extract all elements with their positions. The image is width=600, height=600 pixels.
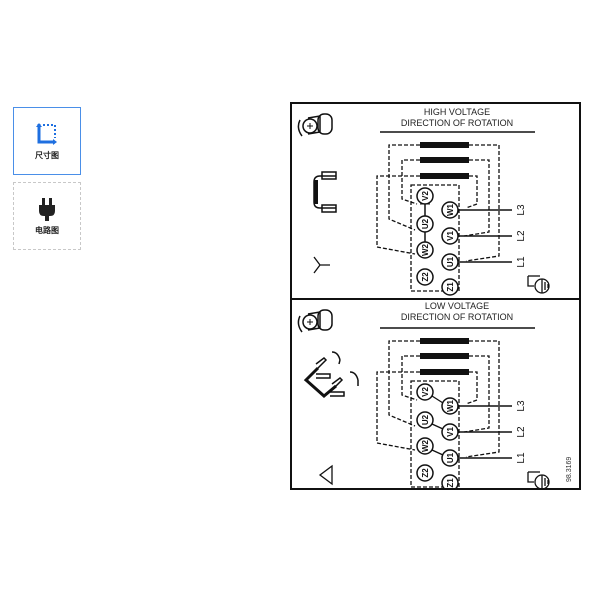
thumbnail-label: 电路图 <box>35 225 59 235</box>
svg-text:U1: U1 <box>446 452 455 463</box>
svg-text:L3: L3 <box>516 204 527 216</box>
figure-number: 98.3169 <box>566 457 573 482</box>
svg-text:L2: L2 <box>516 426 527 438</box>
svg-text:U1: U1 <box>446 256 455 267</box>
wiring-diagram: HIGH VOLTAGE DIRECTION OF ROTATION V2 U2… <box>290 102 581 492</box>
bridge-link-icon <box>313 171 337 213</box>
thumbnail-circuit-diagram[interactable]: 电路图 <box>13 182 81 250</box>
svg-text:W1: W1 <box>446 203 455 216</box>
svg-text:V2: V2 <box>421 387 430 397</box>
svg-text:Z1: Z1 <box>446 282 455 292</box>
svg-text:V1: V1 <box>446 427 455 437</box>
svg-text:L1: L1 <box>516 256 527 268</box>
lv-title-1: LOW VOLTAGE <box>425 301 489 311</box>
low-voltage-panel: LOW VOLTAGE DIRECTION OF ROTATION V2 U2 … <box>297 301 573 492</box>
svg-text:Z2: Z2 <box>421 272 430 282</box>
svg-text:L2: L2 <box>516 230 527 242</box>
svg-text:V1: V1 <box>446 231 455 241</box>
thumbnail-dimension-drawing[interactable]: 尺寸图 <box>13 107 81 175</box>
svg-text:Z1: Z1 <box>446 478 455 488</box>
svg-text:W2: W2 <box>421 243 430 256</box>
svg-text:V2: V2 <box>421 191 430 201</box>
svg-text:U2: U2 <box>421 414 430 425</box>
thumbnail-label: 尺寸图 <box>35 150 59 160</box>
svg-text:L1: L1 <box>516 452 527 464</box>
svg-text:L3: L3 <box>516 400 527 412</box>
bridge-links-delta-icon <box>303 351 359 398</box>
svg-text:U2: U2 <box>421 218 430 229</box>
svg-text:W2: W2 <box>421 439 430 452</box>
dimension-icon <box>36 122 57 145</box>
svg-text:Z2: Z2 <box>421 468 430 478</box>
svg-text:W1: W1 <box>446 399 455 412</box>
hv-title-1: HIGH VOLTAGE <box>424 107 490 117</box>
hv-title-2: DIRECTION OF ROTATION <box>401 118 513 128</box>
plug-icon <box>39 197 55 221</box>
high-voltage-panel: HIGH VOLTAGE DIRECTION OF ROTATION V2 U2… <box>297 107 550 296</box>
delta-connection-icon <box>318 464 333 486</box>
lv-title-2: DIRECTION OF ROTATION <box>401 312 513 322</box>
star-connection-icon <box>313 256 330 274</box>
